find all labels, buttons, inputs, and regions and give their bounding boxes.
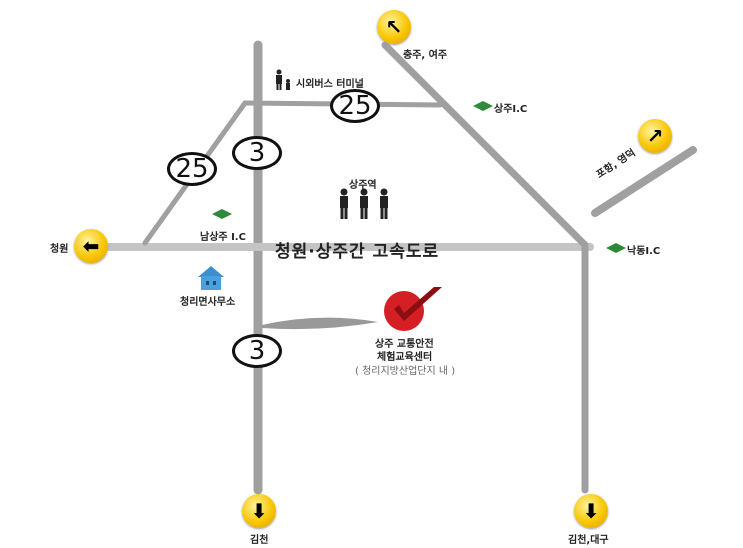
center-label-line2: 체험교육센터 [377,352,433,363]
destination-pohang-marker[interactable]: ↗ [638,119,672,153]
destination-chungju-label: 충주, 여주 [403,50,448,61]
route-3-shield-bottom: 3 [232,334,282,368]
sangju-ic-label: 상주I.C [494,104,528,115]
checkmark-badge-icon [384,287,442,331]
namsangju-ic-label: 남상주 I.C [200,232,246,243]
route-25-shield-left: 25 [167,152,217,186]
arrow-down-icon: ⬇ [582,499,600,523]
center-label-line3: ( 청리지방산업단지 내 ) [355,366,456,377]
arrow-up-right-icon: ↗ [646,124,664,148]
route-3-shield-top: 3 [232,136,282,170]
road-branch-center [262,317,378,330]
arrow-left-icon: ⬅ [82,234,100,258]
route-25-shield-top: 25 [330,89,380,123]
interchange-icon [212,209,232,219]
road-pohang [591,146,697,217]
office-label: 청리면사무소 [180,297,236,308]
nakdong-ic-label: 낙동I.C [627,246,661,257]
pedestrian-icon [276,69,290,90]
interchange-icon [473,101,493,111]
destination-gimcheon-label: 김천 [250,535,269,546]
station-label: 상주역 [349,180,377,191]
highway-title: 청원·상주간 고속도로 [275,242,440,262]
house-icon [198,266,224,290]
destination-chungju-marker[interactable]: ↖ [377,10,411,44]
road-diagonal-ne [381,41,589,249]
interchange-icon [606,243,626,253]
arrow-down-icon: ⬇ [250,499,268,523]
center-label-line1: 상주 교통안전 [375,339,434,350]
destination-gimcheon-daegu-marker[interactable]: ⬇ [574,494,608,528]
destination-gimcheon-daegu-label: 김천,대구 [568,535,609,546]
station-people-icon [340,188,388,219]
destination-gimcheon-marker[interactable]: ⬇ [242,494,276,528]
bus-terminal-label: 시외버스 터미널 [296,79,364,90]
arrow-up-left-icon: ↖ [385,15,403,39]
destination-cheongwon-label: 청원 [50,244,69,255]
destination-cheongwon-marker[interactable]: ⬅ [74,229,108,263]
